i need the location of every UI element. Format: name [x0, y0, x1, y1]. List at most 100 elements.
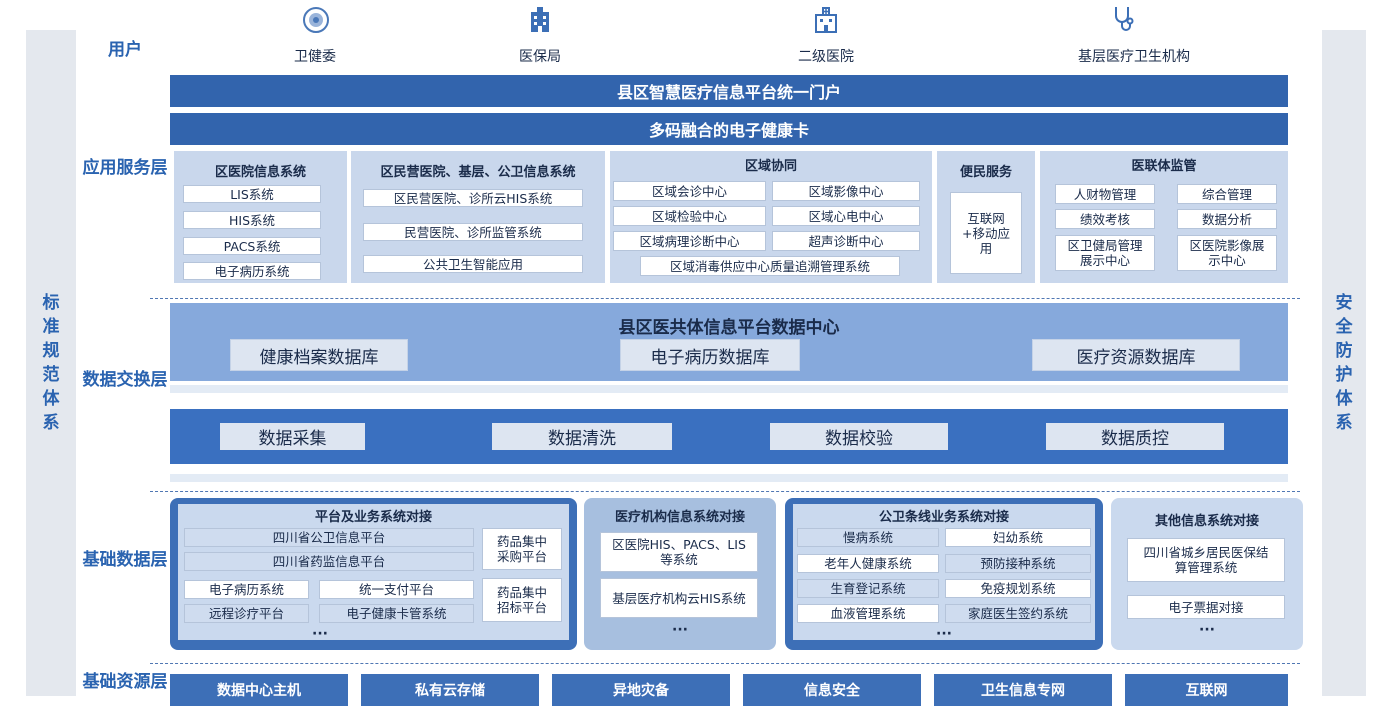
integration-item: 电子健康卡管系统 [319, 604, 474, 623]
app-item: 公共卫生智能应用 [363, 255, 583, 273]
integration-item: 预防接种系统 [945, 554, 1091, 573]
panel-regional-collaboration: 区域协同 区域会诊中心 区域影像中心 区域检验中心 区域心电中心 区域病理诊断中… [610, 151, 932, 283]
portal-banner: 县区智慧医疗信息平台统一门户 [170, 75, 1288, 107]
panel-medical-institutions: 医疗机构信息系统对接 区医院HIS、PACS、LIS等系统 基层医疗机构云HIS… [584, 498, 776, 650]
panel-title: 医疗机构信息系统对接 [614, 510, 745, 525]
app-item: 区域会诊中心 [613, 181, 766, 201]
app-item: 区域检验中心 [613, 206, 766, 226]
process-collect: 数据采集 [220, 423, 365, 450]
integration-item: 远程诊疗平台 [184, 604, 309, 623]
app-item: 绩效考核 [1055, 209, 1155, 229]
security-pillar-label: 安全防护体系 [1335, 293, 1353, 433]
layer-label-base-data: 基础数据层 [82, 550, 168, 570]
more-indicator: ··· [312, 626, 328, 642]
layer-label-base-res: 基础资源层 [82, 672, 168, 692]
integration-item: 电子票据对接 [1127, 595, 1285, 619]
data-center-title: 县区医共体信息平台数据中心 [618, 318, 840, 338]
app-item: HIS系统 [183, 211, 321, 229]
panel-convenience: 便民服务 互联网+移动应用 [937, 151, 1035, 283]
panel-public-health: 公卫条线业务系统对接 慢病系统 妇幼系统 老年人健康系统 预防接种系统 生育登记… [785, 498, 1103, 650]
resource-datacenter-host: 数据中心主机 [170, 674, 348, 706]
flow-stripe [170, 385, 1288, 393]
user-primary-care: 基层医疗卫生机构 [1078, 49, 1190, 65]
app-item: 数据分析 [1177, 209, 1277, 229]
panel-title: 其他信息系统对接 [1154, 514, 1259, 529]
app-item: 区域心电中心 [772, 206, 920, 226]
process-clean: 数据清洗 [492, 423, 672, 450]
data-center-panel: 县区医共体信息平台数据中心 健康档案数据库 电子病历数据库 医疗资源数据库 [170, 303, 1288, 381]
app-item: LIS系统 [183, 185, 321, 203]
panel-other-systems: 其他信息系统对接 四川省城乡居民医保结算管理系统 电子票据对接 ··· [1111, 498, 1303, 650]
resource-info-security: 信息安全 [743, 674, 921, 706]
layer-label-user: 用户 [108, 40, 142, 60]
hospital-building-icon [526, 6, 554, 38]
app-item: 民营医院、诊所监管系统 [363, 223, 583, 241]
divider-line [150, 663, 1300, 664]
more-indicator: ··· [672, 622, 688, 638]
app-item: 区卫健局管理展示中心 [1055, 235, 1155, 271]
integration-item: 生育登记系统 [797, 579, 939, 598]
process-qc: 数据质控 [1046, 423, 1224, 450]
integration-item: 免疫规划系统 [945, 579, 1091, 598]
integration-item: 电子病历系统 [184, 580, 309, 599]
resource-health-network: 卫生信息专网 [934, 674, 1112, 706]
panel-title: 医联体监管 [1131, 159, 1197, 174]
panel-title: 区域协同 [744, 159, 797, 174]
integration-item: 药品集中招标平台 [482, 578, 562, 622]
app-item: 区域病理诊断中心 [613, 231, 766, 251]
resource-private-cloud: 私有云存储 [361, 674, 539, 706]
integration-item: 血液管理系统 [797, 604, 939, 623]
integration-item: 四川省公卫信息平台 [184, 528, 474, 547]
panel-title: 区民营医院、基层、公卫信息系统 [380, 165, 576, 180]
hospital-icon [812, 6, 840, 38]
integration-item: 老年人健康系统 [797, 554, 939, 573]
integration-item: 基层医疗机构云HIS系统 [600, 578, 758, 618]
panel-title: 平台及业务系统对接 [314, 510, 432, 525]
app-item: 区民营医院、诊所云HIS系统 [363, 189, 583, 207]
standards-pillar: 标准规范体系 [26, 30, 76, 696]
resource-internet: 互联网 [1125, 674, 1288, 706]
integration-item: 妇幼系统 [945, 528, 1091, 547]
integration-item: 区医院HIS、PACS、LIS等系统 [600, 532, 758, 572]
health-record-db: 健康档案数据库 [230, 339, 408, 371]
panel-private-institutions: 区民营医院、基层、公卫信息系统 区民营医院、诊所云HIS系统 民营医院、诊所监管… [351, 151, 605, 283]
medical-resource-db: 医疗资源数据库 [1032, 339, 1240, 371]
more-indicator: ··· [1199, 622, 1215, 638]
health-card-banner: 多码融合的电子健康卡 [170, 113, 1288, 145]
standards-pillar-label: 标准规范体系 [42, 293, 60, 433]
stethoscope-icon [1110, 4, 1138, 36]
user-secondary-hospital: 二级医院 [798, 49, 854, 65]
panel-title: 区医院信息系统 [214, 165, 306, 180]
divider-line [150, 491, 1300, 492]
integration-item: 家庭医生签约系统 [945, 604, 1091, 623]
emr-db: 电子病历数据库 [620, 339, 800, 371]
security-pillar: 安全防护体系 [1322, 30, 1366, 696]
integration-item: 统一支付平台 [319, 580, 474, 599]
process-verify: 数据校验 [770, 423, 948, 450]
user-medical-insurance: 医保局 [519, 49, 561, 65]
resource-disaster-backup: 异地灾备 [552, 674, 730, 706]
app-item: 区医院影像展示中心 [1177, 235, 1277, 271]
data-process-bar: 数据采集 数据清洗 数据校验 数据质控 [170, 409, 1288, 464]
panel-title: 便民服务 [959, 165, 1012, 180]
app-item: 互联网+移动应用 [950, 192, 1022, 274]
emblem-icon [302, 6, 330, 38]
integration-item: 四川省药监信息平台 [184, 552, 474, 571]
integration-item: 四川省城乡居民医保结算管理系统 [1127, 538, 1285, 582]
user-health-commission: 卫健委 [294, 49, 336, 65]
layer-label-app: 应用服务层 [82, 158, 168, 178]
panel-platform-integration: 平台及业务系统对接 四川省公卫信息平台 四川省药监信息平台 药品集中采购平台 电… [170, 498, 577, 650]
app-item: 综合管理 [1177, 184, 1277, 204]
more-indicator: ··· [936, 626, 952, 642]
flow-stripe [170, 474, 1288, 482]
integration-item: 慢病系统 [797, 528, 939, 547]
panel-title: 公卫条线业务系统对接 [878, 510, 1009, 525]
app-item: 超声诊断中心 [772, 231, 920, 251]
app-item: 区域消毒供应中心质量追溯管理系统 [640, 256, 900, 276]
app-item: PACS系统 [183, 237, 321, 255]
app-item: 区域影像中心 [772, 181, 920, 201]
layer-label-exchange: 数据交换层 [82, 370, 168, 390]
panel-supervision: 医联体监管 人财物管理 综合管理 绩效考核 数据分析 区卫健局管理展示中心 区医… [1040, 151, 1288, 283]
app-item: 电子病历系统 [183, 262, 321, 280]
divider-line [150, 298, 1300, 299]
